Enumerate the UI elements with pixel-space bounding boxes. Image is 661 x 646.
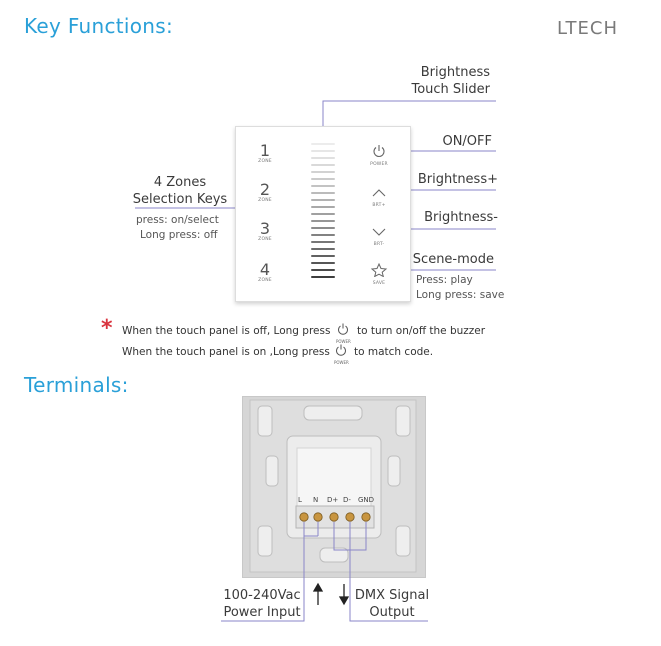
note-power-sub-1: POWER <box>336 339 351 344</box>
zone-key-sub: ZONE <box>258 237 272 242</box>
zone-key-1[interactable]: 1 ZONE <box>257 141 273 165</box>
star-icon <box>370 262 388 278</box>
power-icon <box>336 344 346 356</box>
note-line1-a: When the touch panel is off, Long press <box>122 325 331 337</box>
power-icon <box>338 323 348 335</box>
power-input-label: 100-240Vac Power Input <box>222 587 302 621</box>
note-power-icon-1: POWER <box>336 320 351 344</box>
power-input-line1: 100-240Vac <box>223 588 301 603</box>
zones-press-text: press: on/select <box>136 214 219 226</box>
pin-label-n: N <box>313 496 319 504</box>
pin-label-dminus: D- <box>343 496 351 504</box>
scene-key[interactable]: SAVE <box>370 262 388 286</box>
power-input-line2: Power Input <box>223 605 301 620</box>
note-line2-a: When the touch panel is on ,Long press <box>122 346 330 358</box>
terminals-heading: Terminals: <box>24 373 129 397</box>
zone-key-4[interactable]: 4 ZONE <box>257 260 273 284</box>
brightness-up-key[interactable]: BRT+ <box>370 184 388 208</box>
zone-key-2[interactable]: 2 ZONE <box>257 180 273 204</box>
zone-key-sub: ZONE <box>258 159 272 164</box>
power-key-sub: POWER <box>370 162 388 167</box>
zone-key-3[interactable]: 3 ZONE <box>257 219 273 243</box>
zone-key-number: 2 <box>259 180 271 199</box>
scene-key-sub: SAVE <box>372 281 386 286</box>
zones-label-line1: 4 Zones <box>153 175 207 190</box>
brightness-plus-label: Brightness+ <box>417 172 498 187</box>
pin-label-l: L <box>298 496 302 504</box>
ltech-logo: LTECH <box>557 18 619 39</box>
terminal-drawing <box>249 399 417 573</box>
scene-press-text: Press: play <box>416 274 473 286</box>
brightness-slider[interactable] <box>310 140 336 280</box>
pin-label-gnd: GND <box>358 496 375 504</box>
slider-label-line2: Touch Slider <box>411 82 490 97</box>
zone-key-sub: ZONE <box>258 198 272 203</box>
zones-label: 4 Zones Selection Keys <box>128 174 232 208</box>
brightness-up-sub: BRT+ <box>372 203 386 208</box>
brightness-down-key[interactable]: BRT- <box>370 223 388 247</box>
dmx-output-line2: Output <box>369 605 415 620</box>
zone-key-number: 3 <box>259 219 271 238</box>
asterisk-icon: * <box>101 316 113 341</box>
zone-key-number: 4 <box>259 260 271 279</box>
note-line2-b: to match code. <box>354 346 434 358</box>
zones-label-line2: Selection Keys <box>132 192 228 207</box>
note-power-icon-2: POWER <box>334 341 349 365</box>
brightness-down-sub: BRT- <box>373 242 385 247</box>
chevron-down-icon <box>372 228 386 236</box>
dmx-output-line1: DMX Signal <box>354 588 430 603</box>
scene-long-press-text: Long press: save <box>416 289 505 301</box>
onoff-label: ON/OFF <box>442 134 492 149</box>
dmx-output-label: DMX Signal Output <box>352 587 432 621</box>
zones-long-press-text: Long press: off <box>140 229 218 241</box>
chevron-up-icon <box>372 189 386 197</box>
slider-label-line1: Brightness <box>420 65 490 80</box>
scene-mode-label: Scene-mode <box>412 252 494 267</box>
slider-label: Brightness Touch Slider <box>390 64 490 98</box>
zone-key-number: 1 <box>259 141 271 160</box>
key-functions-heading: Key Functions: <box>24 14 174 38</box>
power-icon <box>373 145 385 158</box>
power-key[interactable]: POWER <box>370 143 388 167</box>
pin-labels: L N D+ D- GND <box>298 496 378 506</box>
pin-label-dplus: D+ <box>327 496 339 504</box>
note-line1-b: to turn on/off the buzzer <box>357 325 486 337</box>
zone-key-sub: ZONE <box>258 278 272 283</box>
brightness-minus-label: Brightness- <box>424 210 498 225</box>
note-power-sub-2: POWER <box>334 360 349 365</box>
